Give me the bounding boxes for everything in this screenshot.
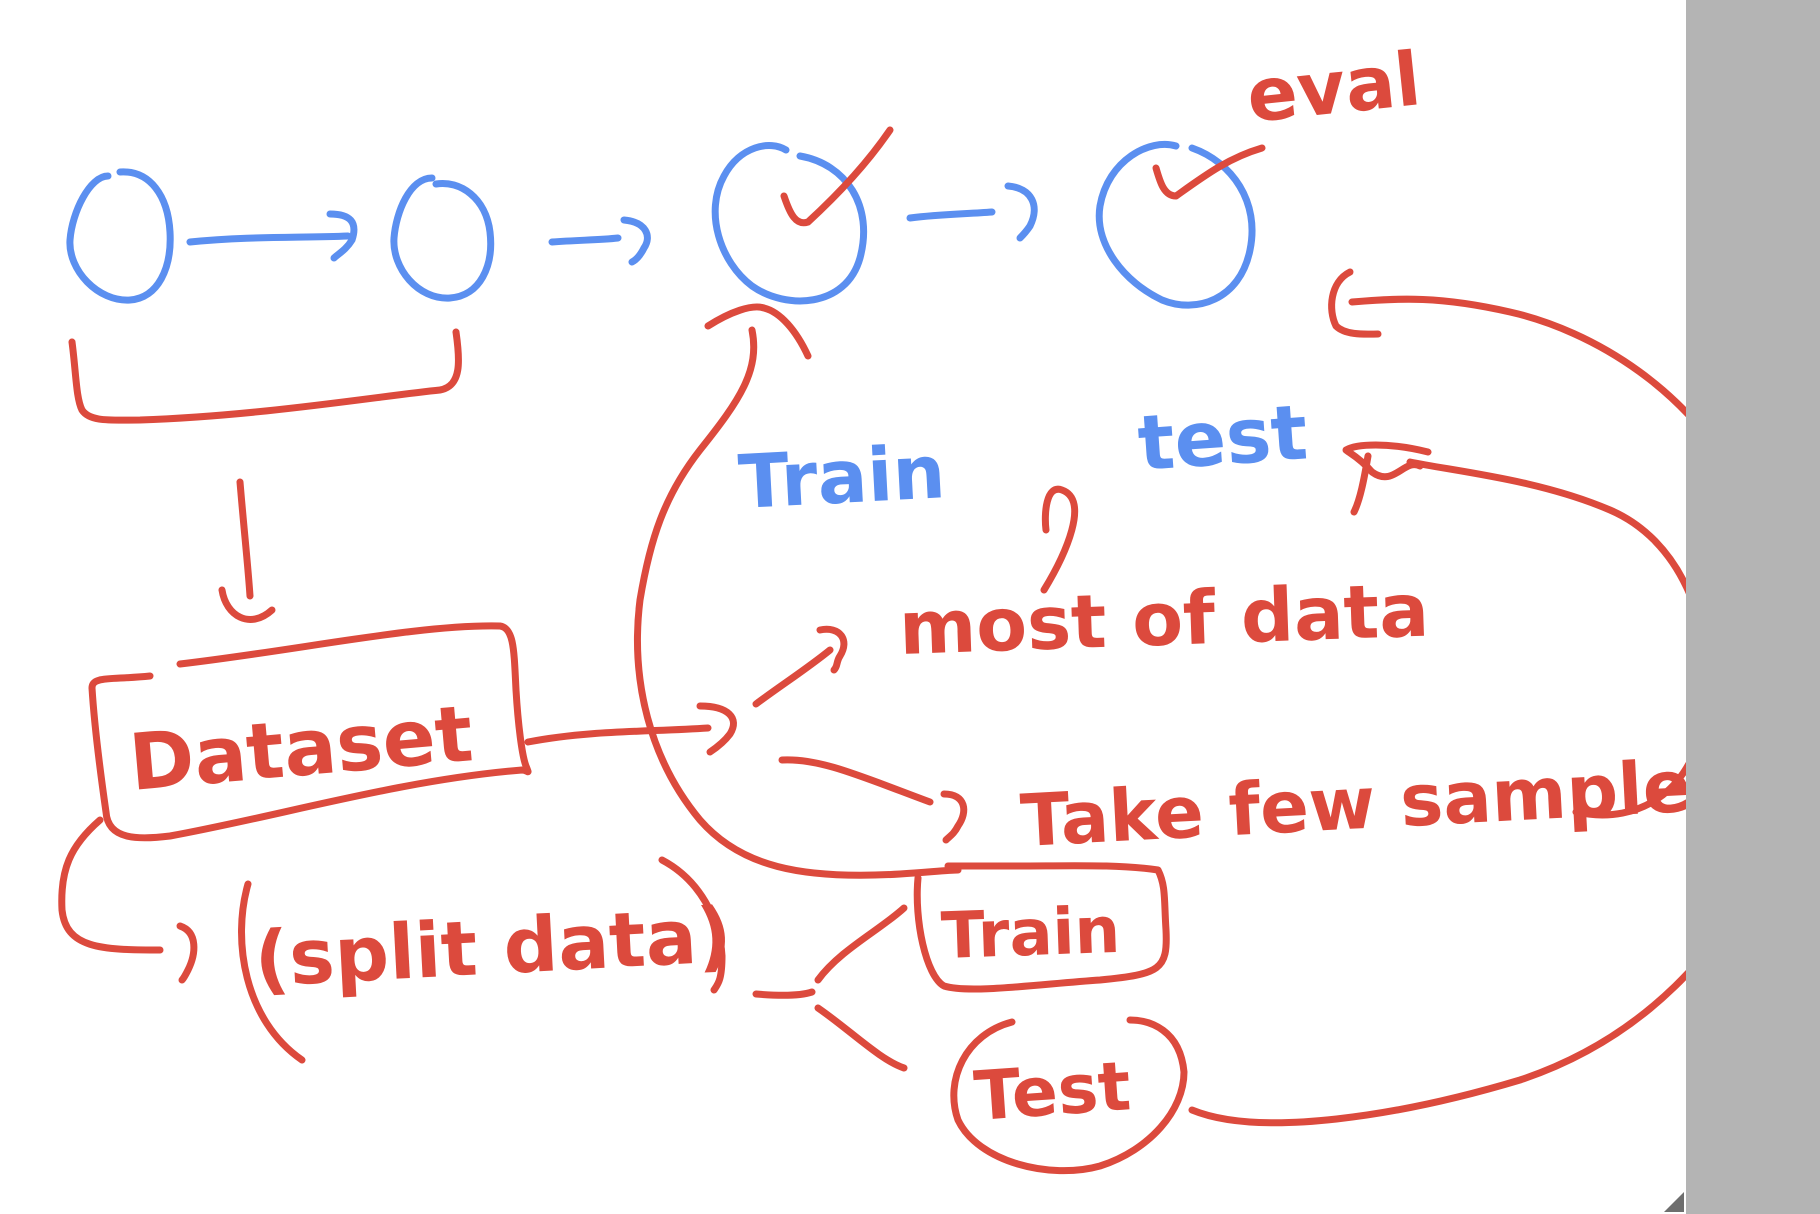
label-most-of-data: most of data xyxy=(898,568,1431,672)
arrow-from-dataset-to-split xyxy=(58,816,198,984)
arrow-test-to-eval xyxy=(1188,268,1686,1127)
label-train-blue: Train xyxy=(736,429,947,526)
checkmark-node-3 xyxy=(780,126,894,227)
label-eval: eval xyxy=(1243,36,1425,140)
pipeline-node-2 xyxy=(390,174,495,302)
checkmark-node-4 xyxy=(1152,144,1266,200)
bracket-nodes-1-2 xyxy=(68,328,463,424)
arrow-to-take-few-samples xyxy=(778,756,968,844)
pipeline-arrow-2 xyxy=(548,216,651,266)
arrow-up-to-test xyxy=(1040,485,1079,594)
split-paren-right xyxy=(658,856,726,994)
pipeline-node-3-train xyxy=(711,142,868,305)
whiteboard-canvas[interactable]: eval Train test Dataset most of data Tak… xyxy=(0,0,1686,1214)
label-split-data: (split data) xyxy=(252,890,733,1004)
dataset-box xyxy=(88,622,532,842)
vertical-scrollbar[interactable] xyxy=(1686,0,1820,1214)
pipeline-node-4-test xyxy=(1095,140,1256,309)
arrow-to-dataset xyxy=(218,478,276,623)
label-dataset: Dataset xyxy=(126,689,476,809)
pipeline-arrow-1 xyxy=(186,210,358,262)
test-circle xyxy=(950,1016,1188,1175)
arrow-samples-to-test xyxy=(1342,441,1686,819)
loop-arrow-to-train xyxy=(634,303,962,879)
resize-handle-icon[interactable] xyxy=(1664,1192,1684,1212)
train-box xyxy=(913,862,1170,993)
pipeline-node-1 xyxy=(66,168,174,304)
arrow-to-most-of-data xyxy=(752,625,848,708)
pipeline-arrow-3 xyxy=(906,182,1038,242)
label-test-blue: test xyxy=(1135,387,1310,488)
label-test-circle: Test xyxy=(972,1047,1134,1137)
sketch-drawing: eval Train test Dataset most of data Tak… xyxy=(58,36,1686,1175)
label-train-box: Train xyxy=(940,894,1121,974)
label-take-few-samples: Take few samples xyxy=(1018,742,1686,863)
split-paren-left xyxy=(238,880,306,1064)
dataset-output-arrow xyxy=(524,702,737,756)
split-branch xyxy=(752,904,908,1072)
